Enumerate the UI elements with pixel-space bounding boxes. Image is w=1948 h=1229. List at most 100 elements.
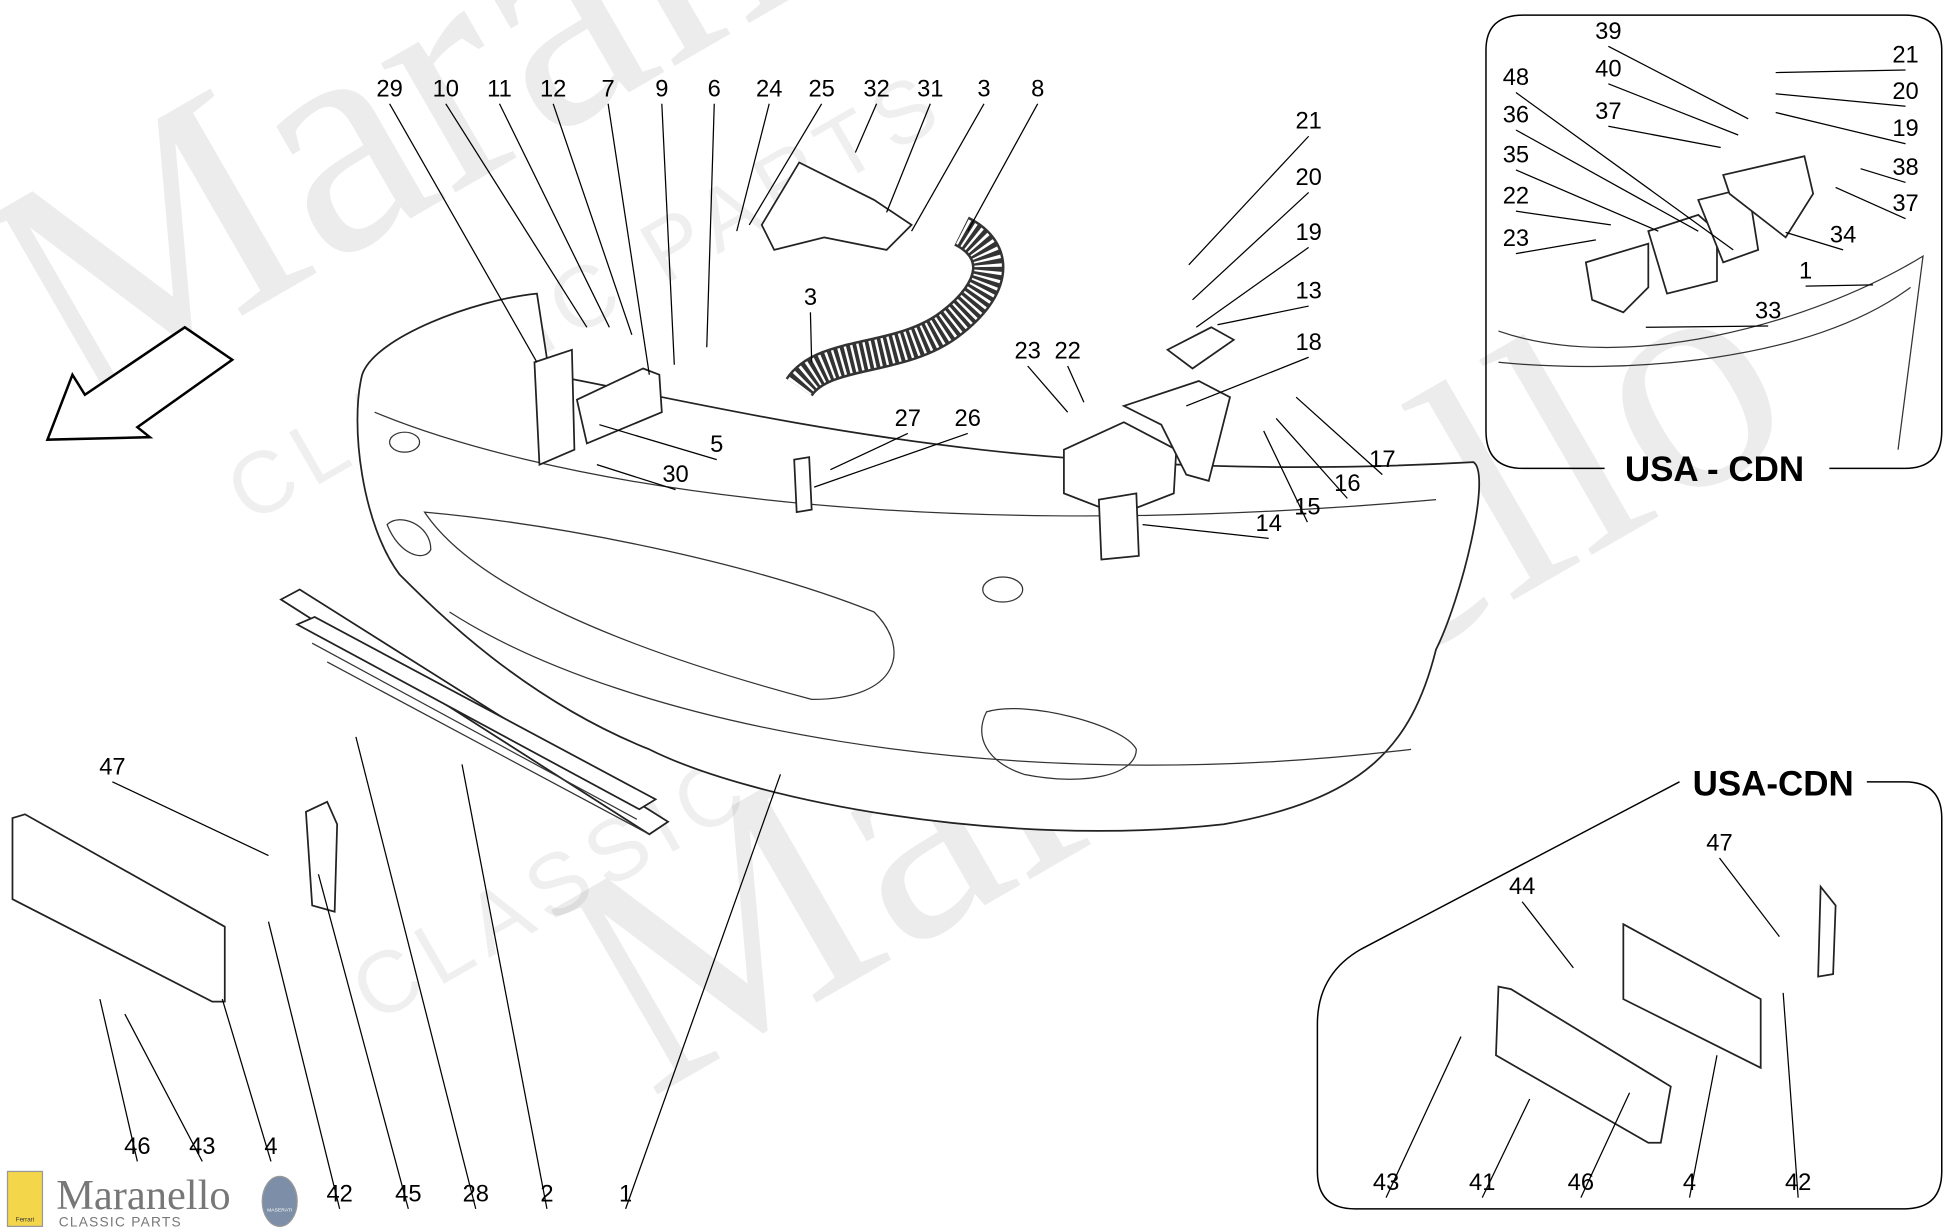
plate-13 [1165,326,1236,370]
inset-bottom-callout-44: 44 [1509,874,1535,900]
leader-line [596,464,676,491]
part-callout-2: 2 [540,1181,553,1207]
part-callout-21: 21 [1295,109,1321,135]
inset-bottom-callout-42: 42 [1785,1170,1811,1196]
logo-sub: CLASSIC PARTS [59,1214,182,1229]
part-callout-15: 15 [1294,495,1320,521]
part-callout-23: 23 [1014,339,1040,365]
leader-line [498,103,610,328]
leader-line [1608,83,1739,136]
part-callout-17: 17 [1369,447,1395,473]
inset-top-callout-34: 34 [1830,222,1856,248]
leader-line [599,424,717,461]
part-callout-24: 24 [756,76,782,102]
leader-line [552,103,633,335]
leader-line [1608,125,1721,149]
inset-top-callout-23: 23 [1503,226,1529,252]
inset-top-callout-20: 20 [1892,79,1918,105]
part-callout-42: 42 [326,1181,352,1207]
leader-line [625,774,782,1210]
leader-line [1515,129,1699,232]
inset-bottom-callout-43: 43 [1373,1170,1399,1196]
bracket-5 [575,367,663,445]
leader-line [1186,356,1309,407]
leader-line [1835,186,1906,220]
inset-usa-cdn-bottom: USA-CDN [1316,765,1943,1210]
leader-line [911,103,985,232]
part-callout-1: 1 [619,1181,632,1207]
ferrari-text: Ferrari [16,1216,34,1223]
inset-bottom-callout-46: 46 [1568,1170,1594,1196]
leader-line [1195,246,1310,328]
leader-line [1775,93,1906,107]
leader-line [1775,69,1906,74]
leader-line [461,764,548,1210]
bracket-14 [1097,492,1140,561]
leader-line [1188,135,1310,266]
part-callout-27: 27 [895,406,921,432]
part-callout-3: 3 [804,285,817,311]
part-callout-46: 46 [124,1134,150,1160]
inset-top-callout-22: 22 [1503,184,1529,210]
leader-line [221,998,272,1162]
leader-line [809,312,813,363]
leader-line [813,432,968,488]
clip-26 [793,456,813,514]
leader-line [1027,365,1069,413]
bracket-left [533,348,576,466]
inset-bottom-callout-47: 47 [1706,831,1732,857]
part-callout-8: 8 [1031,76,1044,102]
inset-top-callout-19: 19 [1892,116,1918,142]
inset-bottom-callout-4: 4 [1683,1170,1696,1196]
part-callout-11: 11 [487,76,512,102]
part-callout-30: 30 [662,462,688,488]
part-callout-3: 3 [977,76,990,102]
leader-line [1192,191,1310,301]
inset-bottom-title: USA-CDN [1693,765,1854,804]
leader-line [1142,523,1269,539]
leader-line [736,103,770,232]
leader-lines [99,45,1906,1210]
grille [279,588,670,836]
leader-line [830,432,909,471]
part-callout-19: 19 [1295,220,1321,246]
leader-line [1067,365,1085,403]
bumper [356,292,1481,832]
part-callout-12: 12 [540,76,566,102]
leader-line [1275,418,1348,499]
leader-line [607,103,650,375]
leader-line [1515,210,1611,226]
leader-line [1217,305,1309,326]
part-callout-28: 28 [463,1181,489,1207]
inset-top-callout-21: 21 [1892,43,1918,69]
leader-line [445,103,588,328]
leader-line [1782,992,1799,1198]
inset-top-callout-37: 37 [1892,191,1918,217]
bracket-18 [1121,380,1232,482]
leader-line [1608,45,1749,120]
leader-line [267,921,341,1210]
part-callout-29: 29 [376,76,402,102]
leader-line [317,874,409,1210]
part-callout-47: 47 [99,754,125,780]
part-callout-5: 5 [710,432,723,458]
leader-line [706,103,715,348]
leader-line [1295,396,1383,476]
air-duct [760,161,913,251]
leader-line [389,103,538,363]
leader-line [886,103,931,213]
inset-usa-cdn-top: USA - CDN [1485,14,1943,489]
leader-line [124,1013,203,1162]
inset-top-callout-37: 37 [1595,99,1621,125]
leader-line [661,103,675,365]
leader-line [112,781,269,857]
part-callout-26: 26 [955,406,981,432]
leader-line [748,103,823,226]
inset-top-callout-35: 35 [1503,142,1529,168]
inset-top-title: USA - CDN [1625,450,1804,489]
leader-line [1785,231,1844,251]
leader-line [1515,239,1596,255]
leader-line [1515,92,1734,251]
